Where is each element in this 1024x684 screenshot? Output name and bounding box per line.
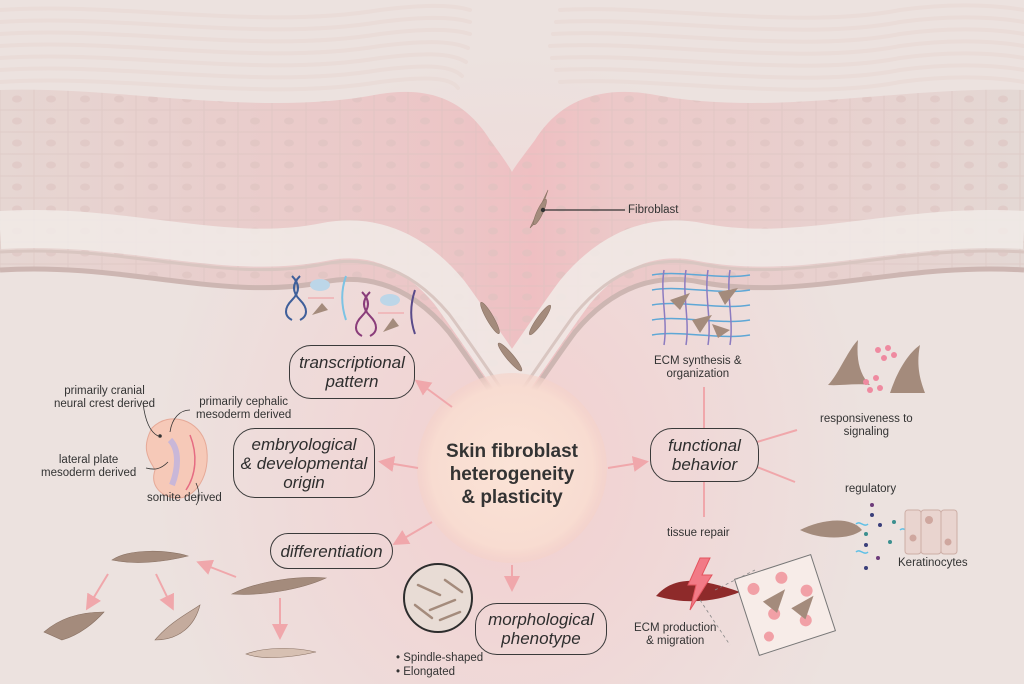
label-line: ECM synthesis &: [654, 355, 742, 367]
label-ecm-production-migration: ECM production& migration: [634, 622, 716, 648]
pill-text: pattern: [325, 372, 379, 391]
morphology-bullet-list: Spindle-shaped Elongated: [396, 651, 483, 679]
label-line: mesoderm derived: [196, 409, 292, 421]
stratum-corneum: [0, 3, 1024, 92]
bullet-item: Elongated: [396, 665, 483, 679]
ecm-mesh-icon: [651, 269, 751, 346]
label-line: organization: [666, 368, 730, 380]
label-ecm-synthesis: ECM synthesis &organization: [654, 355, 742, 381]
pill-text: differentiation: [280, 541, 383, 561]
label-line: ECM production: [634, 622, 717, 634]
pill-text: morphological: [488, 610, 594, 629]
pill-text: functional: [668, 436, 741, 455]
pill-text: embryological: [251, 434, 357, 454]
pill-text: behavior: [671, 455, 738, 474]
functional-connectors: [703, 387, 798, 517]
label-tissue-repair: tissue repair: [667, 527, 730, 539]
label-regulatory: regulatory: [845, 483, 897, 495]
label-keratinocytes: Keratinocytes: [898, 557, 968, 569]
pill-text: transcriptional: [299, 353, 405, 372]
pill-text: & developmental: [240, 453, 368, 473]
label-line: lateral plate: [58, 454, 119, 466]
label-line: primarily cranial: [64, 385, 145, 397]
center-title-line1: Skin fibroblast: [446, 441, 578, 462]
label-line: primarily cephalic: [199, 396, 289, 408]
tissue-repair-icon: [656, 553, 837, 657]
label-line: & migration: [646, 635, 705, 647]
category-arrows: [85, 379, 649, 640]
embryo-illustration: [142, 402, 208, 506]
fibroblast-callout-label: Fibroblast: [628, 204, 679, 216]
center-title: Skin fibroblast heterogeneity & plastici…: [426, 440, 598, 509]
signaling-cells-icon: [828, 340, 925, 393]
center-circle: [417, 373, 607, 563]
label-line: signaling: [843, 426, 890, 438]
label-line: mesoderm derived: [41, 467, 137, 479]
category-differentiation: differentiation: [270, 533, 393, 569]
label-line: neural crest derived: [54, 398, 155, 410]
bullet-item: Spindle-shaped: [396, 651, 483, 665]
pill-text: phenotype: [501, 629, 581, 648]
label-somite-derived: somite derived: [147, 492, 222, 504]
transcription-icon: [285, 275, 416, 337]
morphology-micrograph: [403, 563, 473, 633]
regulatory-icon: [800, 503, 958, 570]
pill-text: origin: [283, 472, 325, 492]
center-title-line3: & plasticity: [461, 487, 563, 508]
differentiation-cells: [43, 550, 328, 658]
center-title-line2: heterogeneity: [449, 464, 575, 485]
label-line: responsiveness to: [820, 413, 913, 425]
fibroblast-cells: [480, 189, 552, 372]
